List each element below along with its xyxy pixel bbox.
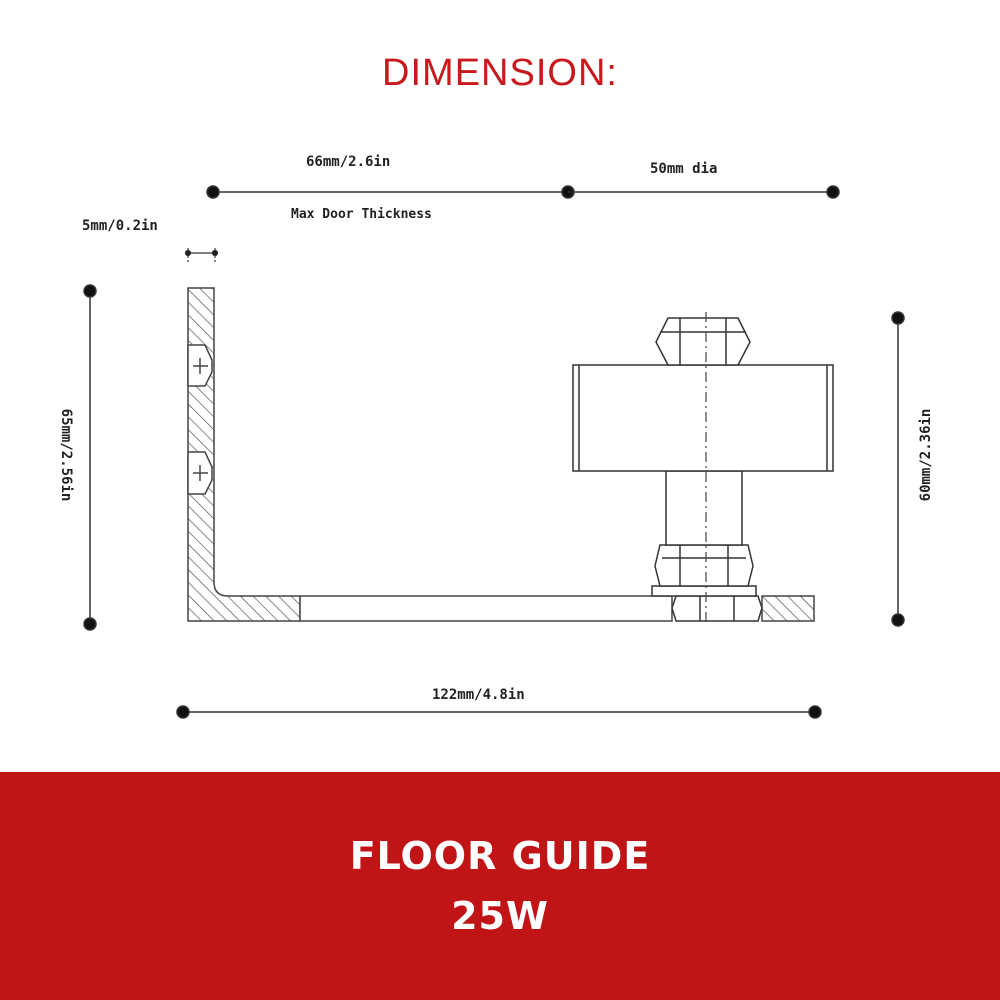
floor-guide-diagram [83, 185, 905, 719]
lower-hex-nut [654, 544, 754, 587]
product-banner: FLOOR GUIDE 25W [0, 772, 1000, 1000]
dimension-line-left-height [83, 284, 97, 631]
page-title: DIMENSION: [382, 52, 618, 94]
roller [572, 364, 834, 472]
dimension-line-top-left [206, 185, 575, 199]
bottom-width-label: 122mm/4.8in [432, 687, 525, 703]
product-name: FLOOR GUIDE [349, 834, 651, 878]
top-hex-nut [655, 317, 751, 366]
dimension-top-right-label: 50mm dia [650, 161, 718, 177]
product-model: 25W [451, 894, 549, 938]
bottom-nut [671, 595, 763, 622]
l-bracket [187, 287, 301, 622]
max-door-thickness-label: Max Door Thickness [291, 207, 432, 222]
dimension-top-left-label: 66mm/2.6in [306, 154, 391, 170]
washer [651, 585, 757, 597]
dimension-line-top-right [568, 185, 840, 199]
dimension-line-bottom-width [176, 705, 822, 719]
bolt-shaft [665, 470, 743, 546]
base-plate [299, 595, 815, 622]
left-height-label: 65mm/2.56in [58, 408, 74, 502]
dimension-line-plate-thickness [184, 248, 219, 262]
right-height-label: 60mm/2.36in [918, 408, 934, 502]
dimension-line-right-height [891, 311, 905, 627]
plate-thickness-label: 5mm/0.2in [82, 218, 158, 234]
